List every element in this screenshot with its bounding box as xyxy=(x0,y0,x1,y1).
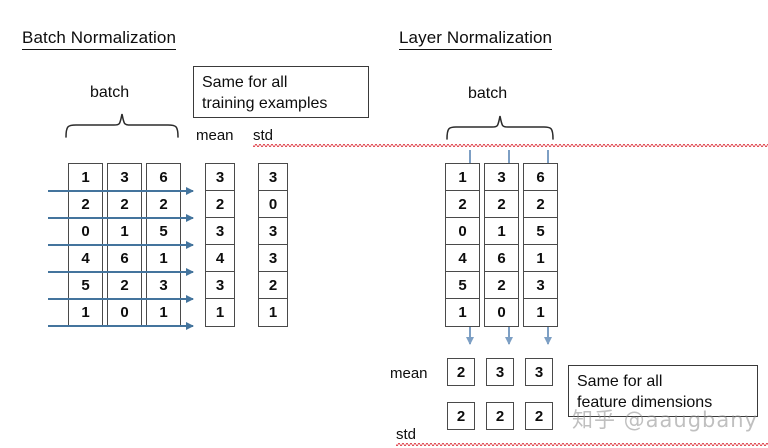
bn-cell: 1 xyxy=(69,164,102,191)
ln-cell: 3 xyxy=(524,272,557,299)
ln-cell: 1 xyxy=(524,245,557,272)
bn-cell: 3 xyxy=(147,272,180,299)
bn-cell: 5 xyxy=(147,218,180,245)
layer-norm-batch-label: batch xyxy=(468,85,508,102)
bn-row-arrow xyxy=(48,240,194,249)
ln-cell: 0 xyxy=(497,304,506,321)
bn-row-arrow xyxy=(48,294,194,303)
ln-cell: 5 xyxy=(446,272,479,299)
bn-cell: 1 xyxy=(147,245,180,272)
bn-mean-cell: 1 xyxy=(215,304,225,321)
ln-cell: 0 xyxy=(446,218,479,245)
batch-norm-mean-label: mean xyxy=(196,127,234,144)
bn-cell: 1 xyxy=(159,304,168,321)
bn-cell: 6 xyxy=(108,245,141,272)
ln-matrix-column-2: 6 2 5 1 3 1 xyxy=(523,163,558,327)
bn-cell: 5 xyxy=(69,272,102,299)
bn-cell: 4 xyxy=(69,245,102,272)
bn-std-cell: 1 xyxy=(268,304,278,321)
ln-cell: 2 xyxy=(524,191,557,218)
ln-matrix-column-0: 1 2 0 4 5 1 xyxy=(445,163,480,327)
ln-cell: 2 xyxy=(446,191,479,218)
layer-norm-brace-icon xyxy=(445,114,555,140)
ln-cell: 1 xyxy=(458,304,467,321)
batch-norm-batch-label: batch xyxy=(90,84,130,101)
layer-norm-mean-label: mean xyxy=(390,365,428,382)
bn-std-column: 3 0 3 3 2 1 xyxy=(258,163,288,327)
ln-cell: 1 xyxy=(536,304,545,321)
ln-std-cell: 2 xyxy=(525,402,553,430)
ln-mean-cell: 3 xyxy=(486,358,514,386)
ln-cell: 2 xyxy=(485,272,518,299)
batch-norm-brace-icon xyxy=(64,112,180,138)
ln-std-cell: 2 xyxy=(447,402,475,430)
bn-cell: 3 xyxy=(108,164,141,191)
bn-row-arrow xyxy=(48,267,194,276)
ln-cell: 4 xyxy=(446,245,479,272)
bn-cell: 1 xyxy=(81,304,90,321)
bn-std-cell: 2 xyxy=(259,272,287,299)
bn-std-cell: 3 xyxy=(259,164,287,191)
ln-mean-cell: 3 xyxy=(525,358,553,386)
watermark: 知乎 @aaugbany xyxy=(572,408,758,432)
bn-mean-cell: 2 xyxy=(206,191,234,218)
ln-std-cell: 2 xyxy=(486,402,514,430)
batch-norm-std-label: std xyxy=(253,127,768,147)
ln-cell: 5 xyxy=(524,218,557,245)
ln-cell: 6 xyxy=(485,245,518,272)
ln-cell: 1 xyxy=(446,164,479,191)
bn-mean-column: 3 2 3 4 3 1 xyxy=(205,163,235,327)
bn-cell: 2 xyxy=(108,272,141,299)
bn-row-arrow xyxy=(48,213,194,222)
bn-std-cell: 3 xyxy=(259,218,287,245)
bn-row-arrow xyxy=(48,321,194,330)
batch-norm-callout: Same for all training examples xyxy=(193,66,369,118)
bn-cell: 0 xyxy=(120,304,129,321)
ln-matrix-column-1: 3 2 1 6 2 0 xyxy=(484,163,519,327)
bn-cell: 2 xyxy=(147,191,180,218)
ln-cell: 6 xyxy=(524,164,557,191)
bn-mean-cell: 3 xyxy=(206,272,234,299)
batch-norm-title: Batch Normalization xyxy=(22,28,177,50)
bn-mean-cell: 4 xyxy=(206,245,234,272)
bn-cell: 2 xyxy=(69,191,102,218)
ln-cell: 2 xyxy=(485,191,518,218)
ln-cell: 1 xyxy=(485,218,518,245)
bn-mean-cell: 3 xyxy=(206,218,234,245)
bn-cell: 1 xyxy=(108,218,141,245)
layer-norm-std-label: std xyxy=(396,426,768,446)
layer-norm-title: Layer Normalization xyxy=(399,28,553,50)
bn-cell: 2 xyxy=(108,191,141,218)
ln-cell: 3 xyxy=(485,164,518,191)
ln-mean-cell: 2 xyxy=(447,358,475,386)
bn-std-cell: 3 xyxy=(259,245,287,272)
bn-std-cell: 0 xyxy=(259,191,287,218)
bn-mean-cell: 3 xyxy=(206,164,234,191)
bn-row-arrow xyxy=(48,186,194,195)
bn-cell: 0 xyxy=(69,218,102,245)
layer-norm-callout: Same for all feature dimensions xyxy=(568,365,758,417)
bn-cell: 6 xyxy=(147,164,180,191)
